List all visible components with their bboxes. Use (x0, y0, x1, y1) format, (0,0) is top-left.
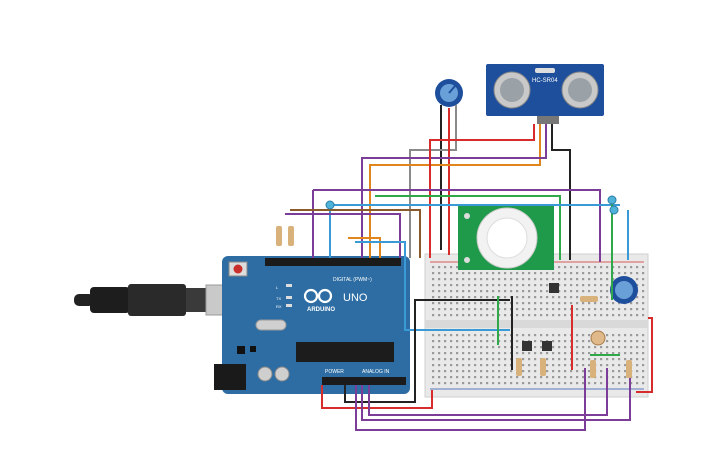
wires (285, 105, 653, 431)
arduino-logo-icon (303, 288, 333, 304)
reset-button (233, 264, 243, 274)
ultrasonic-sensor: HC-SR04 (486, 64, 604, 124)
potentiometer-top (435, 79, 463, 107)
junction-dot (607, 195, 617, 205)
atmega-chip (296, 342, 394, 362)
resistor-pair-top (276, 226, 294, 246)
junction-dot (325, 200, 335, 210)
analog-label: ANALOG IN (362, 369, 390, 375)
pir-sensor (458, 206, 554, 270)
model-label: UNO (343, 292, 368, 304)
potentiometer-right (610, 276, 638, 304)
rx-label: RX (276, 304, 282, 309)
breadboard-resistors (516, 296, 632, 378)
tx-label: TX (276, 296, 281, 301)
junction-dot (609, 205, 619, 215)
l-label: L (276, 285, 279, 290)
power-label: POWER (325, 369, 344, 375)
power-jack (214, 364, 246, 390)
photoresistor (590, 330, 606, 346)
usb-cable (74, 284, 235, 316)
digital-label: DIGITAL (PWM~) (333, 277, 372, 283)
push-button-3 (542, 341, 552, 351)
breadboard (424, 253, 649, 398)
brand-label: ARDUINO (307, 307, 335, 313)
ultrasonic-model-label: HC-SR04 (532, 78, 558, 84)
push-button-1 (549, 283, 559, 293)
arduino-uno-board: ARDUINO UNO DIGITAL (PWM~) POWER ANALOG … (214, 256, 410, 394)
push-button-2 (522, 341, 532, 351)
